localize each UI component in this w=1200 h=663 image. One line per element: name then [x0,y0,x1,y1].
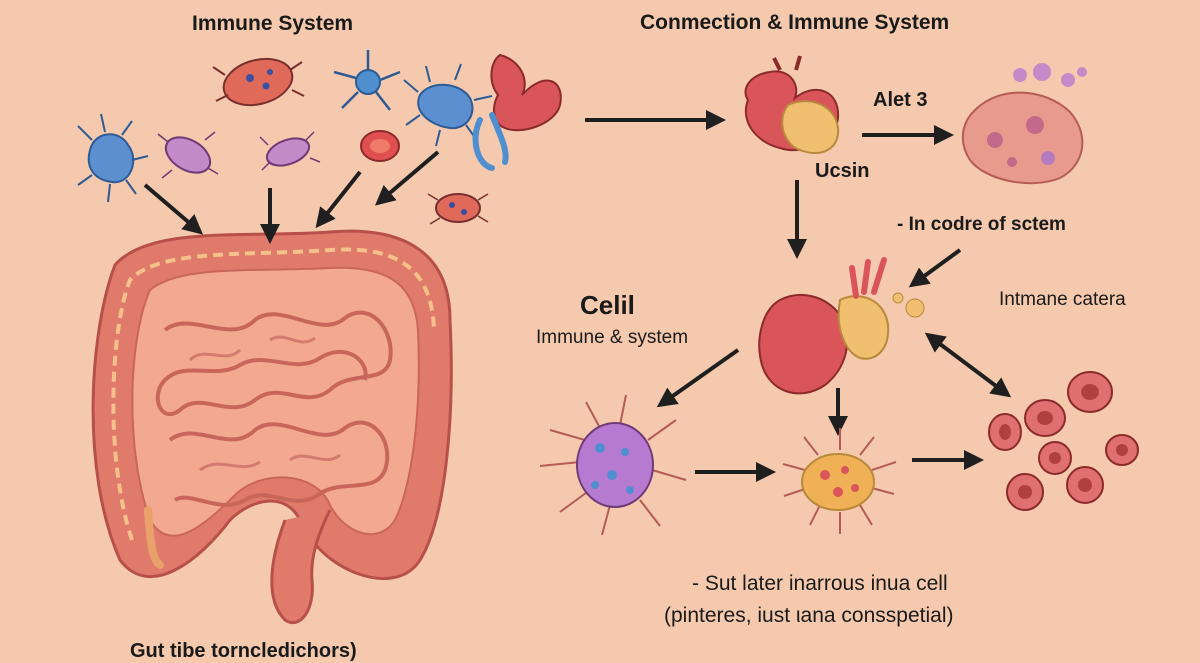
large-intestine-illustration [91,229,453,624]
cell-heading: Celil [580,290,635,320]
arrow-double-to-red-cells [924,332,1012,398]
purple-immune-cell [539,394,687,536]
alet-label: Alet 3 [873,89,928,111]
arrow-to-purple-cell [656,348,740,408]
microbe-blue-star [333,50,401,111]
immune-and-system-label: Immune & system [536,327,689,348]
immune-system-title: Immune System [192,12,354,35]
organ-with-vessels [472,53,562,171]
code-of-system-label: - In codre of sctem [897,214,1066,235]
gut-caption: Gut tibe torncledichors) [130,640,357,662]
red-cell-cluster [988,371,1139,511]
footnote-line-2: (pinteres, iust ιana consspetial) [664,604,954,627]
microbe-purple-small-2 [259,131,321,171]
intmane-label: Intmane catera [999,289,1126,310]
stomach-pancreas-middle [758,257,925,395]
microbe-purple-small [157,131,219,179]
microbe-blue-cluster-left [77,113,149,203]
microbe-red-bottom [427,193,489,225]
arrow-from-code [908,248,962,288]
arrows-to-gut [143,150,440,244]
connection-title: Conmection & Immune System [640,11,950,34]
ucsin-label: Ucsin [815,160,870,182]
microbe-red-rod [212,57,305,107]
microbe-blue-cluster-right [403,63,493,147]
tissue-cell-cluster [961,63,1087,185]
small-intestine-coils [155,310,393,507]
footnote-line-1: - Sut later inarrous inua cell [692,572,948,595]
red-blood-cell [360,130,400,162]
yellow-immune-cell [782,428,897,534]
stomach-pancreas-top [744,55,840,154]
